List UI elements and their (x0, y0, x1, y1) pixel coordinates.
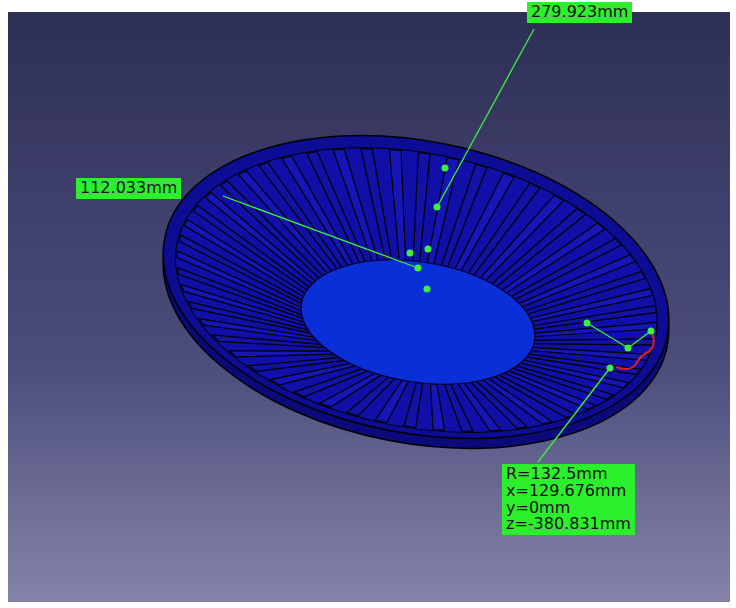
gear-tooth (413, 152, 430, 261)
measure-point (434, 204, 441, 211)
measure-point (424, 286, 431, 293)
measure-point (415, 265, 422, 272)
measure-point (425, 246, 432, 253)
measure-label: R=132.5mm x=129.676mm y=0mm z=-380.831mm (502, 464, 635, 535)
measure-point (648, 328, 655, 335)
leader-line (587, 323, 628, 348)
measure-marks (223, 29, 655, 462)
gear-tooth (404, 382, 423, 427)
gear-tooth (535, 322, 657, 336)
measure-point (442, 165, 449, 172)
gear-hub (292, 244, 544, 399)
measure-value: 112.033mm (80, 180, 177, 197)
gear-tooth (430, 384, 444, 431)
viewport-background (8, 12, 730, 602)
gear-rim-inner (151, 109, 682, 471)
gear-tooth (347, 377, 395, 416)
gear-tooth (389, 150, 405, 261)
gear-model (137, 95, 695, 489)
measure-point (407, 250, 414, 257)
leader-line (437, 29, 534, 207)
gear-tooth (229, 351, 334, 357)
measure-value: R=132.5mm x=129.676mm y=0mm z=-380.831mm (506, 466, 631, 533)
gear-face (137, 95, 695, 479)
measure-label: 279.923mm (527, 2, 632, 23)
measure-point (607, 365, 614, 372)
leader-line (223, 196, 418, 268)
measure-point (584, 320, 591, 327)
measure-label: 112.033mm (76, 178, 181, 199)
measured-arc (616, 331, 654, 369)
leader-line (628, 331, 651, 348)
gear-tooth (248, 358, 344, 372)
measure-point (625, 345, 632, 352)
gear-tooth (361, 149, 392, 260)
leader-line (538, 368, 610, 462)
measure-value: 279.923mm (531, 4, 628, 21)
gear-tooth (444, 384, 473, 431)
